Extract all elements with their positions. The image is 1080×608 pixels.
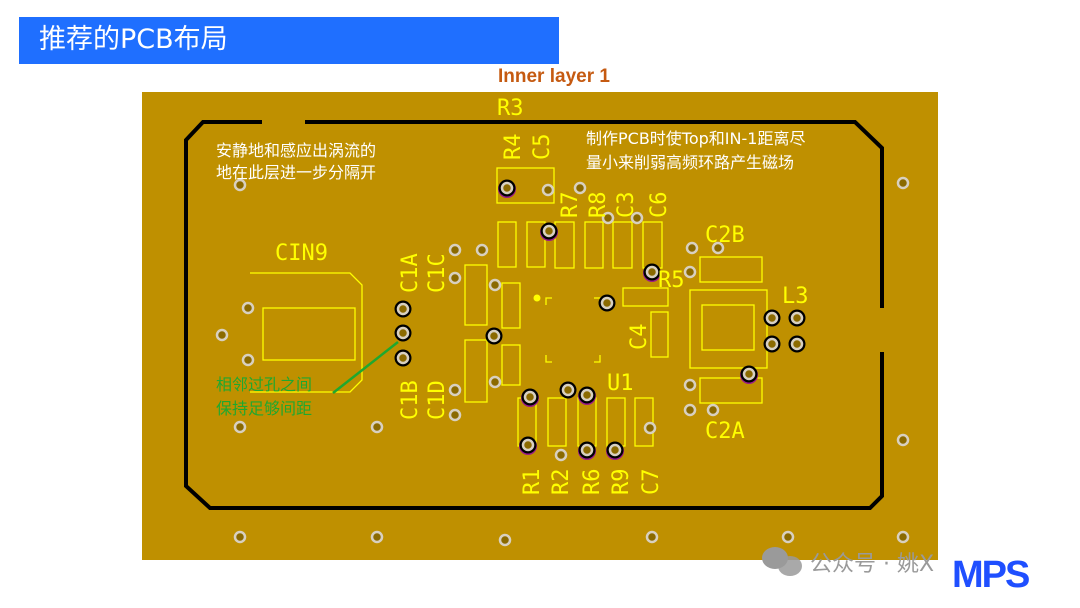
- pin1-marker: [533, 294, 541, 302]
- via: [645, 530, 659, 544]
- via: [645, 265, 659, 279]
- designator-r8: R8: [586, 192, 611, 219]
- via: [542, 224, 556, 238]
- designator-c3: C3: [614, 192, 639, 219]
- designator-r7: R7: [558, 192, 583, 219]
- designator-c1d: C1D: [425, 380, 450, 420]
- via: [711, 241, 725, 255]
- via: [601, 211, 615, 225]
- via: [683, 378, 697, 392]
- designator-c7: C7: [639, 469, 664, 496]
- note-arrow: [332, 341, 399, 394]
- designator-c1c: C1C: [425, 253, 450, 293]
- via: [396, 302, 410, 316]
- via: [521, 438, 535, 452]
- via: [765, 311, 779, 325]
- designator-r4: R4: [501, 134, 526, 161]
- via: [554, 448, 568, 462]
- via: [600, 296, 614, 310]
- designator-cin9: CIN9: [275, 241, 328, 266]
- designator-c4: C4: [627, 324, 652, 351]
- via: [896, 176, 910, 190]
- via: [498, 533, 512, 547]
- designators: R3 R4 C5 R7 R8 C3 C6 C2B R5 L3 C4 U1 C2A…: [275, 96, 809, 495]
- designator-c1b: C1B: [398, 380, 423, 420]
- via: [683, 403, 697, 417]
- designator-r5: R5: [658, 268, 685, 293]
- via: [573, 181, 587, 195]
- via: [790, 311, 804, 325]
- designator-c2b: C2B: [705, 223, 745, 248]
- designator-l3: L3: [782, 284, 809, 309]
- designator-c5: C5: [530, 134, 555, 161]
- wechat-watermark: 公众号 · 姚X: [762, 546, 934, 578]
- note-green-line2: 保持足够间距: [216, 399, 312, 418]
- ground-split-outline: [184, 120, 884, 510]
- via: [448, 383, 462, 397]
- designator-c2a: C2A: [705, 419, 745, 444]
- via: [781, 530, 795, 544]
- designator-r1: R1: [520, 469, 545, 496]
- via: [475, 243, 489, 257]
- via: [370, 530, 384, 544]
- mps-logo: MPS: [952, 554, 1030, 596]
- via: [448, 408, 462, 422]
- slide-title: 推荐的PCB布局: [39, 24, 228, 55]
- annotations: 安静地和感应出涡流的 地在此层进一步分隔开 制作PCB时使Top和IN-1距离尽…: [216, 129, 805, 182]
- via: [215, 328, 229, 342]
- green-note: 相邻过孔之间 保持足够间距: [216, 375, 312, 418]
- designator-r9: R9: [609, 469, 634, 496]
- via: [706, 403, 720, 417]
- designator-r2: R2: [549, 469, 574, 496]
- wechat-icon: [762, 547, 804, 577]
- via: [630, 211, 644, 225]
- via: [241, 353, 255, 367]
- via: [488, 278, 502, 292]
- via: [233, 178, 247, 192]
- note-right-line2: 量小来削弱高频环路产生磁场: [586, 153, 794, 172]
- via: [683, 265, 697, 279]
- via: [608, 443, 622, 457]
- designator-c1a: C1A: [398, 253, 423, 293]
- via: [396, 351, 410, 365]
- note-right-line1: 制作PCB时使Top和IN-1距离尽: [586, 129, 805, 148]
- designator-u1: U1: [607, 371, 634, 396]
- via: [742, 367, 756, 381]
- via: [765, 337, 779, 351]
- via: [523, 390, 537, 404]
- designator-r6: R6: [580, 469, 605, 496]
- via: [448, 243, 462, 257]
- via: [685, 241, 699, 255]
- layer-label: Inner layer 1: [498, 66, 610, 87]
- via: [396, 326, 410, 340]
- via: [790, 337, 804, 351]
- via: [500, 181, 514, 195]
- via: [643, 421, 657, 435]
- slide-title-bar: 推荐的PCB布局: [19, 17, 559, 64]
- via: [541, 183, 555, 197]
- note-left-line2: 地在此层进一步分隔开: [216, 163, 376, 182]
- via: [370, 420, 384, 434]
- via: [448, 271, 462, 285]
- designator-r3: R3: [497, 96, 524, 121]
- vias: [215, 176, 910, 547]
- via: [896, 530, 910, 544]
- via: [488, 375, 502, 389]
- note-green-line1: 相邻过孔之间: [216, 375, 312, 394]
- via: [561, 383, 575, 397]
- via: [487, 329, 501, 343]
- via: [896, 433, 910, 447]
- note-left-line1: 安静地和感应出涡流的: [216, 141, 376, 160]
- via: [580, 388, 594, 402]
- via: [233, 530, 247, 544]
- wechat-label: 公众号 · 姚X: [810, 552, 935, 577]
- via: [580, 443, 594, 457]
- pcb-board: [142, 92, 938, 560]
- via: [233, 420, 247, 434]
- via: [241, 301, 255, 315]
- designator-c6: C6: [647, 192, 672, 219]
